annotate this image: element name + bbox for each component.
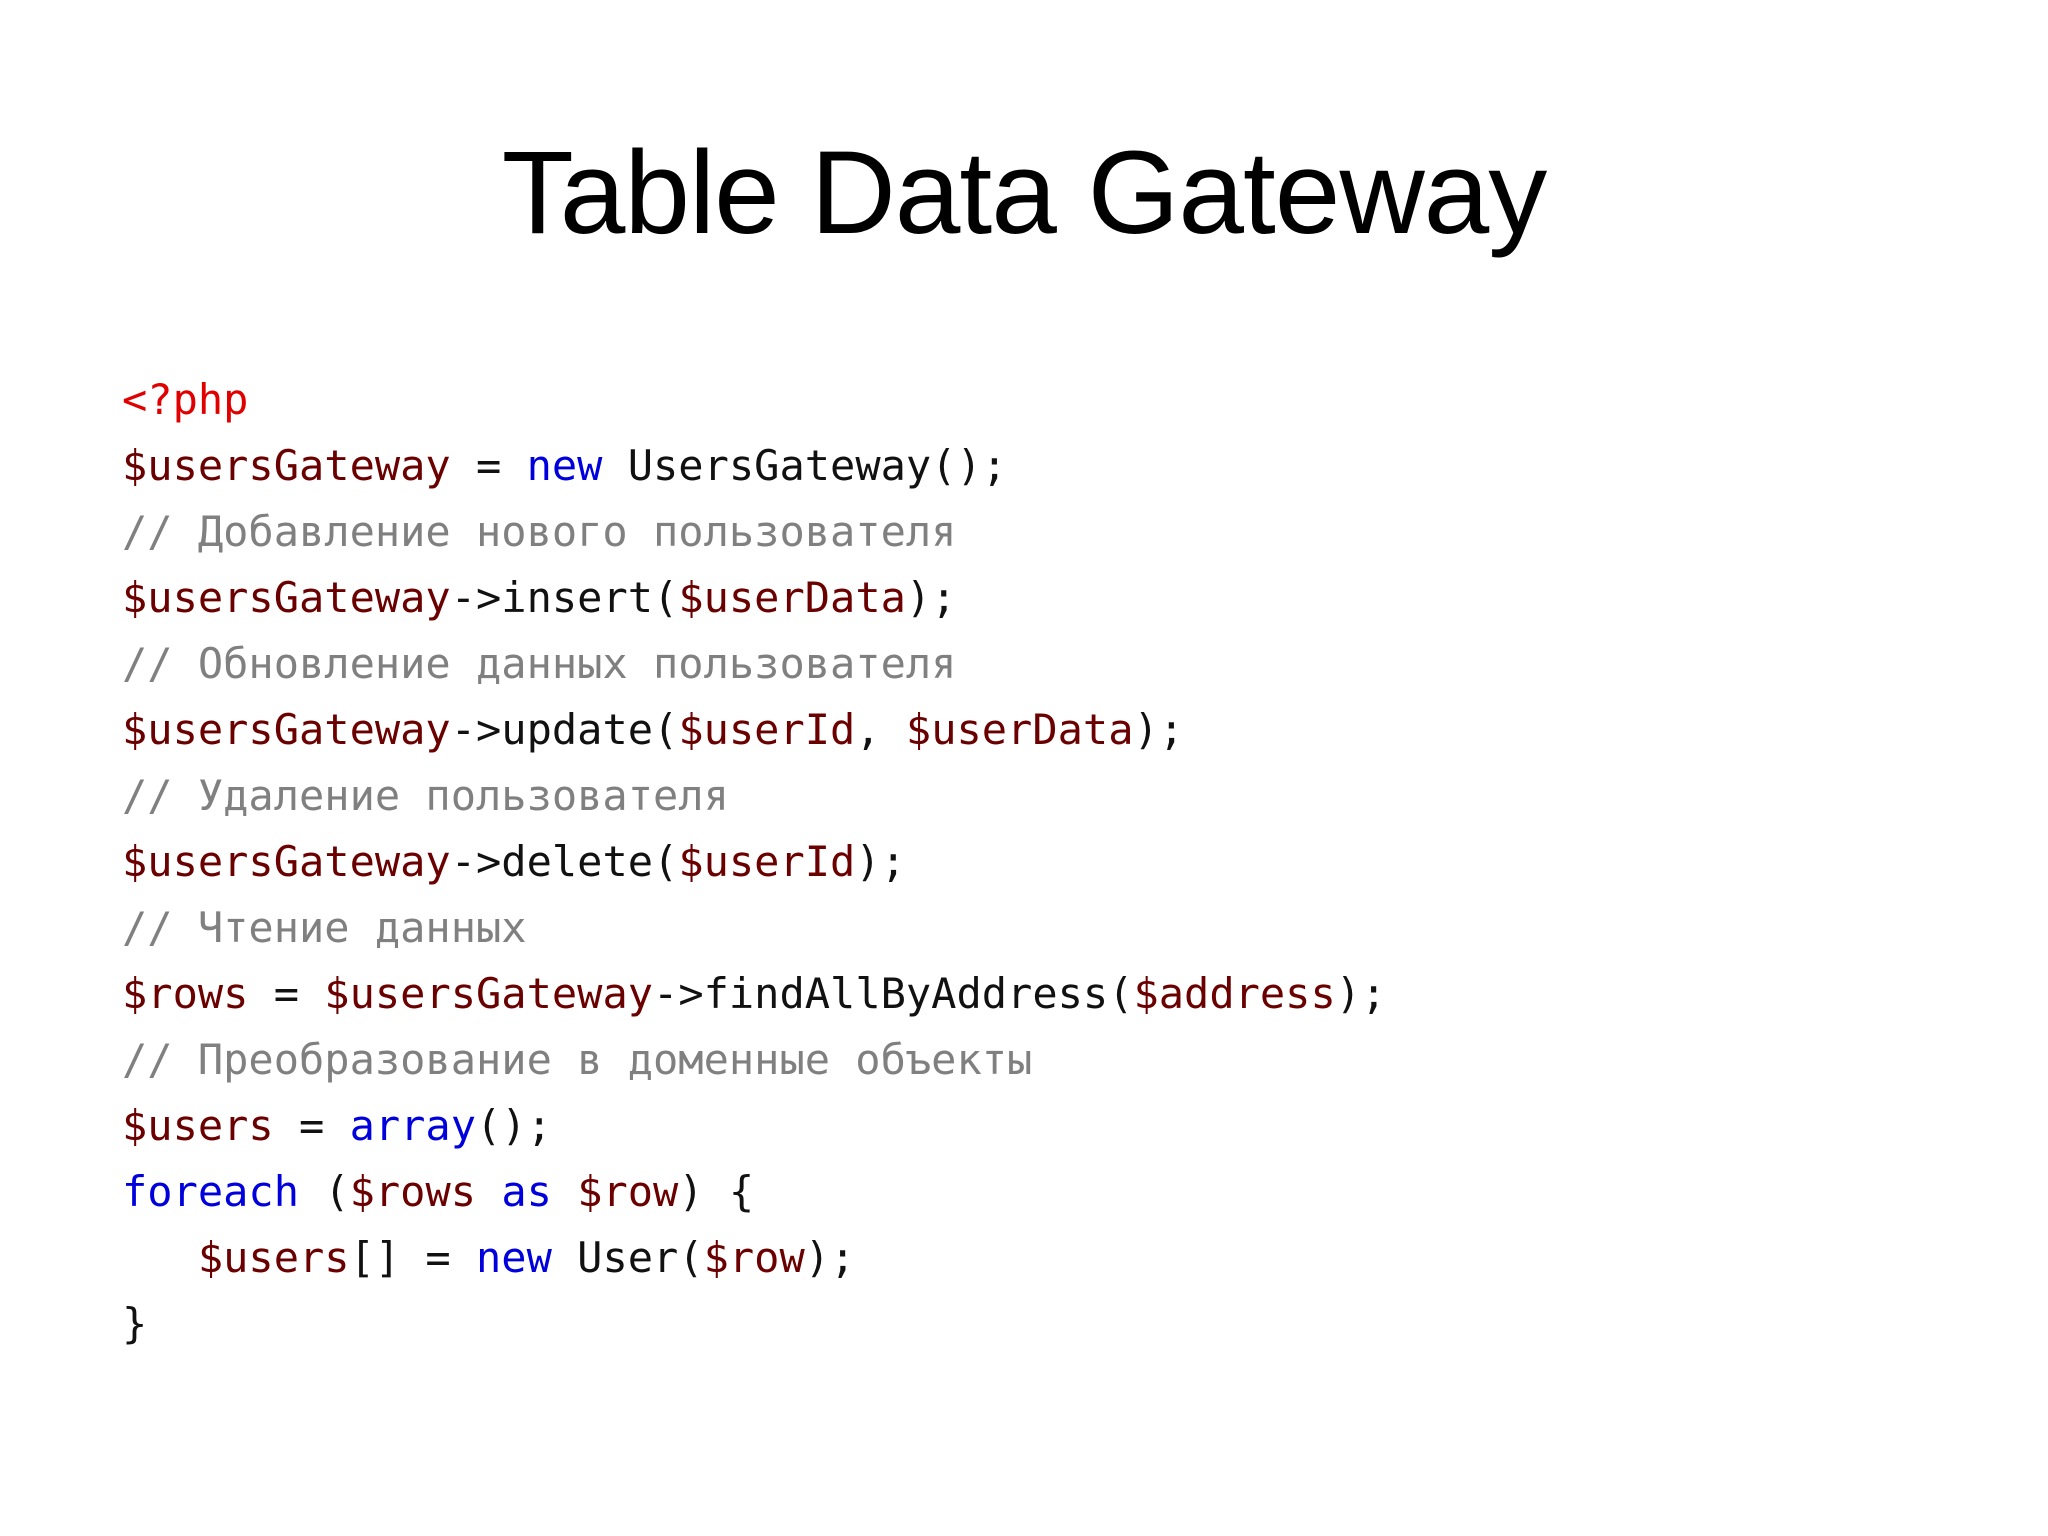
code-text: ->insert( bbox=[450, 573, 679, 622]
code-comment: // Чтение данных bbox=[122, 903, 527, 952]
code-text bbox=[552, 1167, 577, 1216]
code-comment: // Удаление пользователя bbox=[122, 771, 729, 820]
code-variable: $userData bbox=[678, 573, 906, 622]
code-line: $users[] = new User($row); bbox=[122, 1225, 1386, 1291]
code-variable: $usersGateway bbox=[324, 969, 654, 1018]
code-text: } bbox=[122, 1299, 148, 1348]
code-line: } bbox=[122, 1291, 1386, 1357]
php-open-tag: <?php bbox=[122, 375, 249, 424]
code-variable: $address bbox=[1133, 969, 1336, 1018]
code-block: <?php $usersGateway = new UsersGateway();… bbox=[122, 367, 1386, 1357]
code-comment: // Обновление данных пользователя bbox=[122, 639, 957, 688]
code-variable: $rows bbox=[349, 1167, 477, 1216]
code-comment: // Преобразование в доменные объекты bbox=[122, 1035, 1033, 1084]
code-line: $usersGateway->delete($userId); bbox=[122, 829, 1386, 895]
slide-title: Table Data Gateway bbox=[501, 127, 1548, 259]
code-text: ) { bbox=[678, 1167, 755, 1216]
code-variable: $row bbox=[577, 1167, 679, 1216]
code-comment: // Добавление нового пользователя bbox=[122, 507, 957, 556]
code-text: = bbox=[248, 969, 325, 1018]
code-variable: $userId bbox=[678, 837, 856, 886]
code-line: // Чтение данных bbox=[122, 895, 1386, 961]
code-keyword: as bbox=[501, 1167, 552, 1216]
code-text: = bbox=[273, 1101, 350, 1150]
code-variable: $users bbox=[122, 1101, 274, 1150]
code-text: ); bbox=[804, 1233, 856, 1282]
code-line: // Преобразование в доменные объекты bbox=[122, 1027, 1386, 1093]
code-variable: $users bbox=[197, 1233, 350, 1282]
code-text: ); bbox=[1335, 969, 1387, 1018]
code-text: ); bbox=[1133, 705, 1185, 754]
code-keyword: new bbox=[526, 441, 603, 490]
code-text: User( bbox=[551, 1233, 704, 1282]
code-line: $users = array(); bbox=[122, 1093, 1386, 1159]
code-text bbox=[122, 1233, 198, 1282]
code-line: $usersGateway->insert($userData); bbox=[122, 565, 1386, 631]
code-line: $rows = $usersGateway->findAllByAddress(… bbox=[122, 961, 1386, 1027]
code-text: ); bbox=[855, 837, 906, 886]
code-text: ->delete( bbox=[450, 837, 679, 886]
code-text: UsersGateway(); bbox=[602, 441, 1008, 490]
code-text: , bbox=[855, 705, 906, 754]
code-text: ->update( bbox=[450, 705, 679, 754]
code-line: foreach ($rows as $row) { bbox=[122, 1159, 1386, 1225]
code-line: $usersGateway->update($userId, $userData… bbox=[122, 697, 1386, 763]
code-text: = bbox=[450, 441, 527, 490]
code-variable: $usersGateway bbox=[122, 573, 451, 622]
code-text bbox=[476, 1167, 501, 1216]
code-variable: $userData bbox=[905, 705, 1134, 754]
code-keyword: new bbox=[476, 1233, 552, 1282]
code-text: ->findAllByAddress( bbox=[653, 969, 1134, 1018]
code-variable: $usersGateway bbox=[122, 441, 451, 490]
code-text: ); bbox=[905, 573, 957, 622]
code-line: // Обновление данных пользователя bbox=[122, 631, 1386, 697]
code-text: [] = bbox=[349, 1233, 477, 1282]
code-text: ( bbox=[299, 1167, 350, 1216]
code-variable: $row bbox=[703, 1233, 805, 1282]
code-keyword: foreach bbox=[122, 1167, 300, 1216]
code-line: <?php bbox=[122, 367, 1386, 433]
code-line: // Добавление нового пользователя bbox=[122, 499, 1386, 565]
code-variable: $usersGateway bbox=[122, 837, 451, 886]
code-line: // Удаление пользователя bbox=[122, 763, 1386, 829]
code-variable: $userId bbox=[678, 705, 856, 754]
code-line: $usersGateway = new UsersGateway(); bbox=[122, 433, 1386, 499]
code-text: (); bbox=[476, 1101, 552, 1150]
code-variable: $rows bbox=[122, 969, 249, 1018]
code-variable: $usersGateway bbox=[122, 705, 451, 754]
code-keyword: array bbox=[349, 1101, 477, 1150]
